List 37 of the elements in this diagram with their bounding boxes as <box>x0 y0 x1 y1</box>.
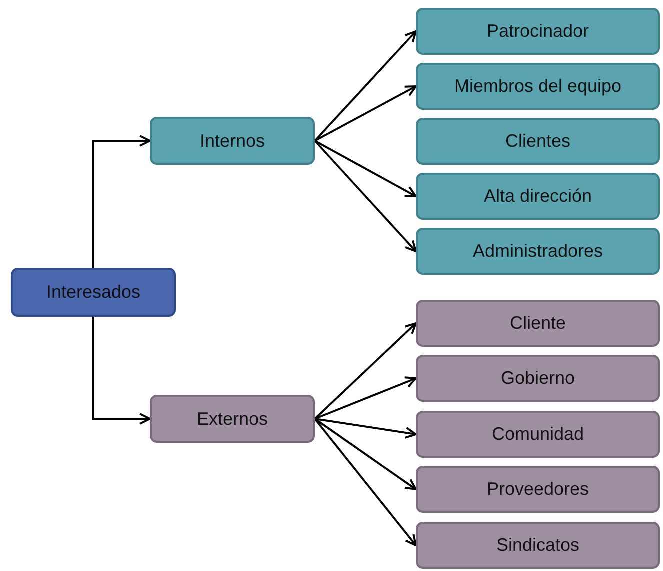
node-label: Clientes <box>505 131 571 152</box>
node-label: Alta dirección <box>484 186 592 207</box>
arrow <box>314 418 417 439</box>
arrow <box>314 418 417 490</box>
node-label: Proveedores <box>486 479 590 500</box>
stakeholder-box <box>416 466 660 513</box>
node-label: Patrocinador <box>486 21 590 42</box>
arrow <box>314 86 417 142</box>
stakeholder-box <box>416 300 660 347</box>
stakeholder-box <box>150 395 315 443</box>
arrow <box>314 140 417 198</box>
arrow <box>314 376 417 420</box>
stakeholder-box <box>11 268 176 317</box>
node-label: Externos <box>196 408 268 430</box>
arrow <box>314 30 417 142</box>
arrow <box>92 135 151 268</box>
node-label: Cliente <box>510 313 566 334</box>
arrow <box>314 322 417 420</box>
stakeholder-box <box>416 411 660 458</box>
node-label: Miembros del equipo <box>454 76 622 97</box>
node-label: Comunidad <box>492 424 584 445</box>
stakeholder-box <box>416 8 660 55</box>
node-label: Administradores <box>472 241 604 262</box>
arrow <box>314 418 417 546</box>
stakeholder-box <box>416 118 660 165</box>
node-label: Internos <box>200 130 266 152</box>
node-label: Interesados <box>46 282 141 303</box>
arrow <box>314 140 417 252</box>
stakeholder-box <box>416 355 660 402</box>
stakeholder-box <box>416 173 660 220</box>
stakeholder-box <box>416 228 660 275</box>
stakeholder-box <box>416 522 660 569</box>
node-label: Gobierno <box>500 368 576 389</box>
arrow <box>92 317 151 425</box>
stakeholder-box <box>416 63 660 110</box>
node-label: Sindicatos <box>496 535 580 556</box>
stakeholder-box <box>150 117 315 165</box>
